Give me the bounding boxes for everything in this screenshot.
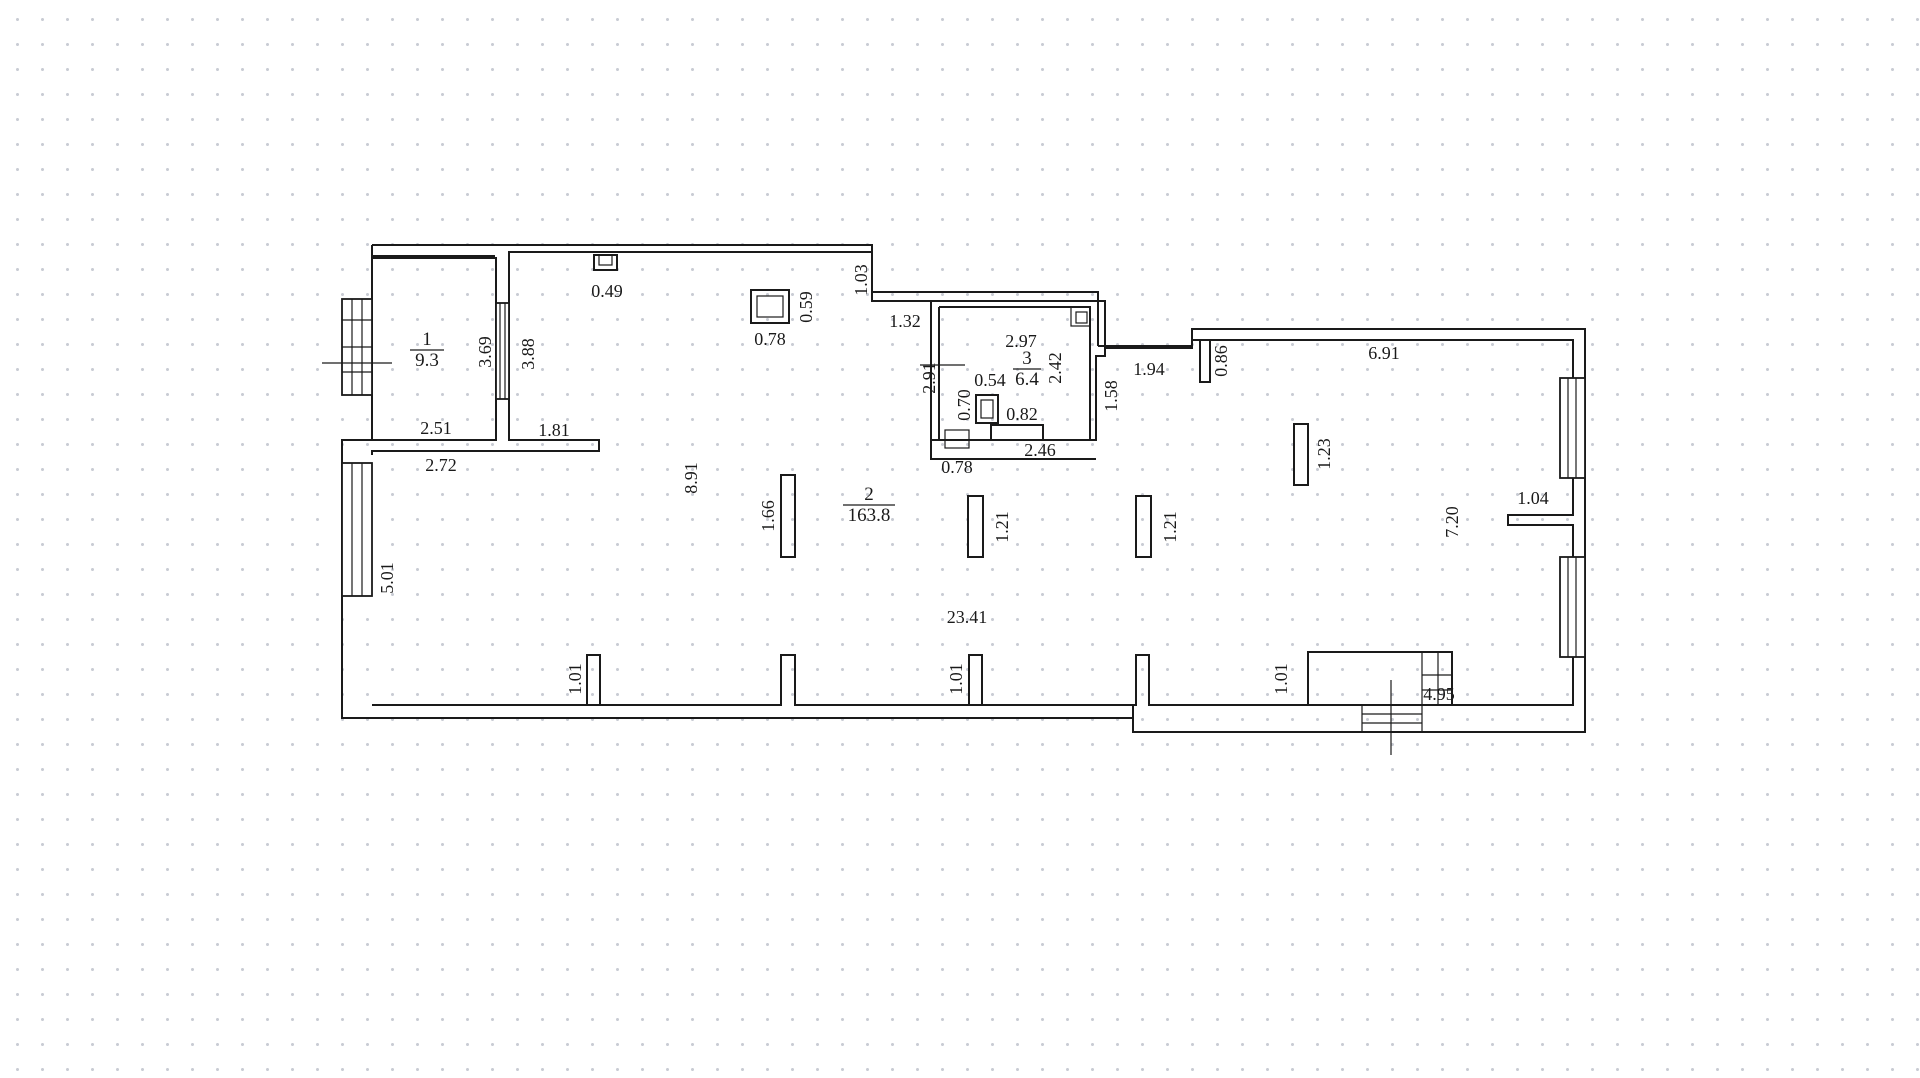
dim-label: 2.42: [1045, 352, 1065, 384]
dim-label: 0.54: [974, 370, 1006, 390]
dim-label: 8.91: [681, 462, 701, 494]
dim-label: 0.82: [1006, 404, 1038, 424]
column-square: [750, 289, 790, 324]
dim-label: 1.01: [946, 663, 966, 695]
dim-label: 0.78: [941, 457, 973, 477]
dimension-labels: 0.49 0.78 1.32 2.97 1.94 6.91 0.54 0.82 …: [420, 281, 1549, 704]
dim-label: 7.20: [1442, 506, 1462, 538]
room-number: 1: [422, 329, 432, 350]
sink-icon: [975, 394, 999, 424]
window-right-bottom: [1559, 556, 1586, 658]
wc-fixtures: [920, 352, 999, 449]
room-area: 9.3: [415, 350, 439, 371]
column-wc-corner: [1070, 306, 1091, 327]
pillar-1-21-a: [967, 495, 984, 558]
dim-label: 1.04: [1517, 488, 1549, 508]
room-number: 3: [1022, 348, 1032, 369]
dim-label: 0.70: [954, 389, 974, 421]
dim-label: 2.51: [420, 418, 452, 438]
window-left-top: [341, 298, 373, 396]
dim-label: 1.01: [1271, 663, 1291, 695]
pillar-1-66: [780, 474, 796, 558]
dim-label: 2.91: [919, 362, 939, 394]
dim-label: 1.32: [889, 311, 921, 331]
pillar-1-21-b: [1135, 495, 1152, 558]
window-room1-partition: [495, 302, 510, 400]
room-label-2: 2 163.8: [843, 484, 895, 526]
dim-label: 1.94: [1133, 359, 1165, 379]
dim-label: 3.88: [518, 338, 538, 370]
room-3-walls: [930, 300, 1097, 460]
dim-label: 3.69: [475, 336, 495, 368]
dim-label: 1.81: [538, 420, 570, 440]
room-number: 2: [864, 484, 874, 505]
dimension-labels-vertical: 0.59 1.03 2.42 0.86 3.69 3.88 2.91 0.70 …: [377, 264, 1462, 695]
dim-label: 1.21: [1160, 511, 1180, 543]
dim-label: 6.91: [1368, 343, 1400, 363]
column-small: [593, 254, 618, 271]
dim-label: 4.95: [1423, 684, 1455, 704]
partition-walls: [1098, 340, 1211, 383]
room-label-3: 3 6.4: [1013, 348, 1041, 390]
columns: [593, 254, 1309, 558]
dim-label: 2.72: [425, 455, 457, 475]
dim-label: 0.78: [754, 329, 786, 349]
dim-label: 1.21: [992, 511, 1012, 543]
dim-label: 1.01: [565, 663, 585, 695]
window-left-bottom: [341, 462, 373, 597]
dim-label: 0.59: [796, 291, 816, 323]
dim-label: 1.58: [1101, 380, 1121, 412]
dim-label: 1.66: [758, 500, 778, 532]
windows: [341, 298, 1586, 658]
dim-label: 0.49: [591, 281, 623, 301]
pillar-1-23: [1293, 423, 1309, 486]
dim-label: 0.86: [1211, 345, 1231, 377]
window-right-top: [1559, 377, 1586, 479]
dim-label: 2.46: [1024, 440, 1056, 460]
room-area: 6.4: [1015, 369, 1039, 390]
toilet-icon: [944, 429, 970, 449]
dim-label: 1.03: [851, 264, 871, 296]
entrance-bottom-steps: [1361, 652, 1453, 755]
dim-label: 2.97: [1005, 331, 1037, 351]
dim-label: 1.23: [1314, 438, 1334, 470]
room-area: 163.8: [848, 505, 891, 526]
outer-walls: [341, 244, 1586, 733]
dim-label: 23.41: [947, 607, 988, 627]
room-label-1: 1 9.3: [410, 329, 444, 371]
dim-label: 5.01: [377, 562, 397, 594]
